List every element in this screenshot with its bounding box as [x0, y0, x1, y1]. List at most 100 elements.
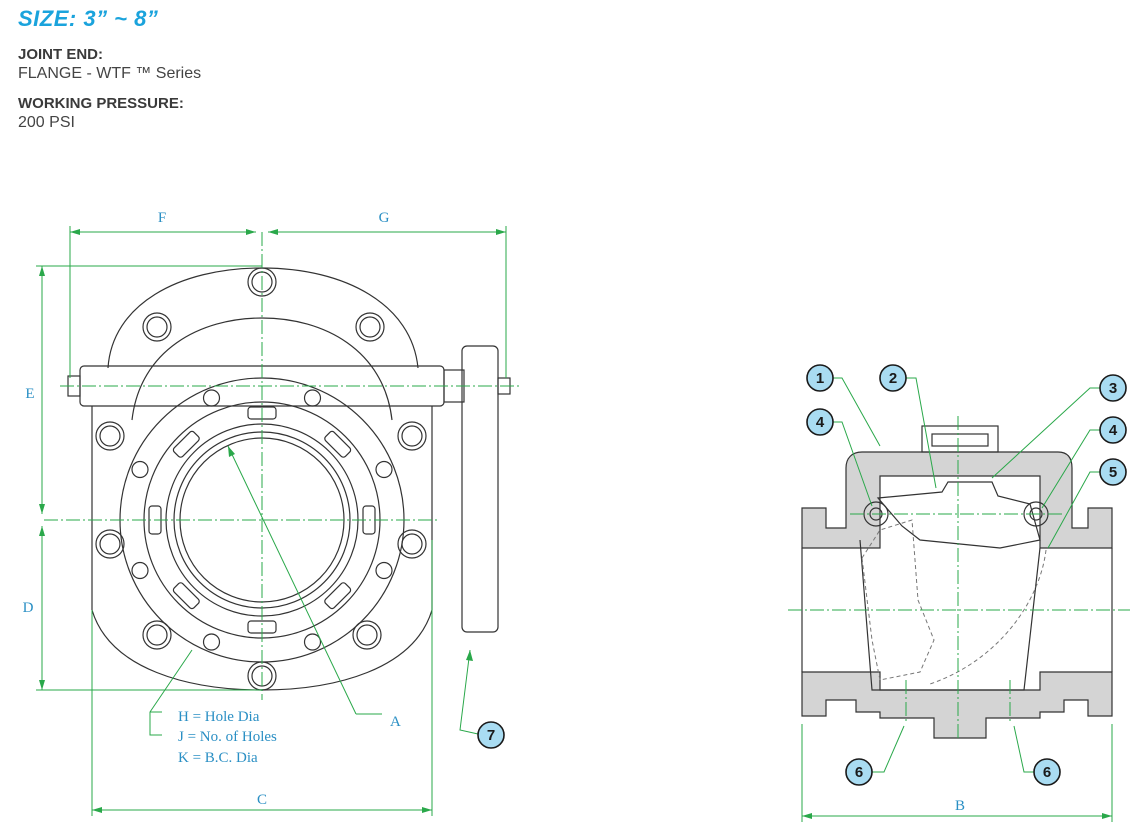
joint-end-label: JOINT END: — [18, 46, 104, 63]
arrowhead — [1102, 813, 1112, 819]
flange-face-slot — [172, 582, 200, 610]
flange-bolt-inner — [359, 316, 381, 338]
callout-2: 2 — [879, 364, 907, 392]
callout-7-number: 7 — [487, 727, 495, 744]
arrowhead — [39, 266, 45, 276]
callout-2-number: 2 — [889, 370, 897, 387]
dim-d-label: D — [23, 600, 34, 616]
flange-face-hole — [202, 389, 221, 407]
arrowhead — [422, 807, 432, 813]
side-bolt-inner — [99, 533, 121, 555]
cover-bolt — [921, 425, 999, 453]
arrowhead — [268, 229, 278, 235]
dim-a-label: A — [390, 714, 401, 730]
side-bolt — [397, 421, 427, 451]
callout-1: 1 — [806, 364, 834, 392]
callout-6-left: 6 — [845, 758, 873, 786]
callout-6-left-number: 6 — [855, 764, 863, 781]
callout-6-right: 6 — [1033, 758, 1061, 786]
callout-7: 7 — [477, 721, 505, 749]
callout-5-leader — [1047, 471, 1100, 549]
arrowhead — [39, 504, 45, 514]
flange-face-slot — [324, 430, 352, 458]
flange-face-hole — [303, 633, 322, 651]
side-bolt — [95, 529, 125, 559]
valve-body-bottom — [801, 671, 1113, 739]
dim-f-label: F — [158, 210, 166, 226]
callout-4-right: 4 — [1099, 416, 1127, 444]
dim-e-label: E — [25, 386, 34, 402]
section-view: B — [788, 377, 1130, 822]
callout-6-left-leader — [872, 725, 905, 773]
flange-bolt-inner — [146, 316, 168, 338]
legend-hole-dia: H = Hole Dia — [178, 709, 260, 725]
flange-face-slot — [324, 582, 352, 610]
flange-face-slot — [172, 430, 200, 458]
disc-swing-arc — [929, 549, 1047, 685]
flange-bolt — [355, 312, 385, 342]
arrowhead — [70, 229, 80, 235]
legend-bc-dia: K = B.C. Dia — [178, 750, 258, 766]
callout-4-right-leader — [1041, 429, 1100, 509]
arrowhead — [39, 526, 45, 536]
valve-body-top — [801, 451, 1113, 549]
callout-4-left-number: 4 — [816, 414, 825, 431]
flange-face-hole — [375, 460, 393, 479]
arrowhead — [246, 229, 256, 235]
side-bolt-inner — [356, 624, 378, 646]
callout-6-right-leader — [1013, 725, 1034, 773]
callout-1-leader — [832, 377, 881, 447]
side-bolt-inner — [401, 425, 423, 447]
callout-7-leader — [459, 649, 479, 735]
callout-3-number: 3 — [1109, 380, 1117, 397]
flange-bolt — [142, 312, 172, 342]
callout-5: 5 — [1099, 458, 1127, 486]
side-bolt — [352, 620, 382, 650]
arrowhead — [802, 813, 812, 819]
side-bolt — [142, 620, 172, 650]
spec-header: SIZE: 3” ~ 8” JOINT END: FLANGE - WTF ™ … — [18, 6, 201, 144]
dim-b-label: B — [955, 798, 965, 814]
callout-4-left-leader — [832, 421, 873, 507]
side-bolt-inner — [99, 425, 121, 447]
cover-bolt-nut — [931, 433, 989, 447]
side-bolt — [95, 421, 125, 451]
flange-face-hole — [303, 389, 322, 407]
flange-face-hole — [202, 633, 221, 651]
arrowhead — [92, 807, 102, 813]
dim-c-label: C — [257, 792, 267, 808]
arrowhead — [466, 650, 473, 661]
callout-2-leader — [906, 377, 937, 489]
disc-assembly — [876, 481, 1041, 549]
flange-face-hole — [375, 561, 393, 580]
callout-4-right-number: 4 — [1109, 422, 1118, 439]
flange-face-hole — [131, 561, 149, 580]
dim-a-leader — [227, 445, 357, 715]
lever-arm — [461, 345, 499, 633]
callout-3-leader — [991, 387, 1100, 479]
dim-g-label: G — [379, 210, 390, 226]
callout-5-number: 5 — [1109, 464, 1117, 481]
front-view: F G E D C A H = Hole Dia J = No. of Hole… — [23, 210, 520, 816]
side-bolt-inner — [146, 624, 168, 646]
arrowhead — [496, 229, 506, 235]
hole-legend-leader — [149, 649, 193, 736]
side-bolt-inner — [401, 533, 423, 555]
arrowhead — [228, 446, 235, 457]
flange-holes — [131, 389, 393, 651]
flange-face-hole — [131, 460, 149, 479]
callout-1-number: 1 — [816, 370, 824, 387]
callout-6-right-number: 6 — [1043, 764, 1051, 781]
size-title: SIZE: 3” ~ 8” — [18, 6, 159, 31]
joint-end-value: FLANGE - WTF ™ Series — [18, 65, 202, 82]
side-bolt — [397, 529, 427, 559]
working-pressure-value: 200 PSI — [18, 114, 75, 131]
callout-4-left: 4 — [806, 408, 834, 436]
disc-open-position — [861, 519, 935, 681]
arrowhead — [39, 680, 45, 690]
callout-3: 3 — [1099, 374, 1127, 402]
working-pressure-label: WORKING PRESSURE: — [18, 95, 184, 112]
swing-disc — [859, 539, 1041, 691]
legend-no-of-holes: J = No. of Holes — [178, 729, 277, 745]
